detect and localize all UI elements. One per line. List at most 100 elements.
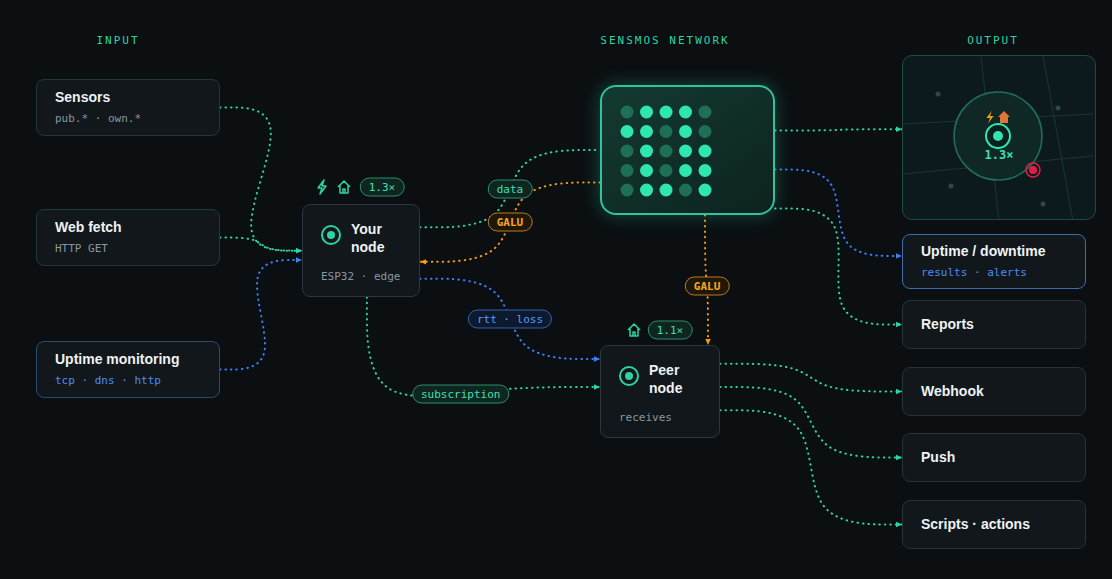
map-dot [936,92,941,97]
grid-dot [640,106,653,119]
node-title: Uptime monitoring [55,351,201,369]
grid-dot [679,145,692,158]
grid-dot [699,106,712,119]
input-box: Uptime monitoring tcp · dns · http [36,341,220,398]
node-icon [319,223,343,247]
map-panel: 1.3× [902,55,1096,220]
grid-dot [621,145,634,158]
node-subtitle: HTTP GET [55,242,201,256]
node-subtitle: pub.* · own.* [55,112,201,126]
grid-dot [679,184,692,197]
grid-dot [621,125,634,138]
output-box: Reports [902,300,1086,349]
input-box: Web fetchHTTP GET [36,209,220,266]
node-title: Sensors [55,89,201,107]
edge-label: GALU [488,213,533,232]
output-box: Uptime / downtime results · alerts [902,234,1086,289]
home-icon [338,181,350,193]
grid-dot [699,125,712,138]
range-ring [954,92,1042,180]
dotted-connector [220,108,302,251]
output-box: Push [902,433,1086,482]
icon-ring [620,367,638,385]
map-dot [949,184,954,189]
edge-label: data [488,179,533,198]
edge-label: rtt · loss [468,309,552,328]
node-title: Uptime / downtime [921,243,1067,261]
node-title: SENSMOS NETWORK [557,34,773,47]
grid-dot [621,184,634,197]
dotted-connector [420,279,600,359]
map-road [903,156,1093,174]
node-title: Push [921,449,1067,467]
grid-dot [660,164,673,177]
map-dot [1041,202,1046,207]
grid-dot [621,106,634,119]
node-title: Peer node [619,362,707,397]
input-box: Sensors pub.* · own.* [36,79,220,136]
dotted-connector [720,410,902,524]
grid-dot [640,184,653,197]
grid-dot [660,184,673,197]
dotted-connector [220,238,302,251]
grid-dot [621,164,634,177]
edge-label: subscription [412,384,509,403]
grid-dot [660,125,673,138]
node-subtitle: ESP32 · edge [321,270,407,284]
dotted-connector [775,129,902,130]
grid-dot [699,164,712,177]
node-subtitle: results · alerts [921,266,1067,280]
map-road [903,114,1093,124]
weight-badge: 1.1× [648,321,693,340]
dotted-connector [720,387,902,458]
location-dot [993,131,1003,141]
node-title: Reports [921,316,1067,334]
icon-dot [625,372,633,380]
lightning-icon [986,111,993,124]
device-node: Your nodeESP32 · edge [302,204,420,297]
weight-badge: 1.3× [360,178,405,197]
map-illustration [903,56,1093,220]
dotted-connector [775,209,902,325]
home-icon [998,111,1010,123]
alert-dot [1029,166,1037,174]
grid-dot [660,145,673,158]
output-box: Scripts · actions [902,500,1086,549]
node-title: Scripts · actions [921,516,1067,534]
node-title: Webhook [921,383,1067,401]
grid-dot [660,106,673,119]
icon-ring [322,226,340,244]
map-road [981,56,999,220]
column-header: INPUT [96,34,139,47]
grid-dot [679,125,692,138]
device-node: Peer node receives [600,345,720,438]
node-title: Web fetch [55,219,201,237]
grid-dot [699,145,712,158]
network-grid [602,87,728,213]
grid-dot [699,184,712,197]
dotted-connector [367,297,600,396]
map-road [1043,56,1073,220]
home-icon [628,324,640,336]
grid-dot [640,125,653,138]
icon-dot [327,231,335,239]
grid-dot [640,164,653,177]
dotted-connector [420,150,600,227]
edge-label: GALU [685,277,730,296]
grid-dot [640,145,653,158]
node-title: 1.3× [903,148,1095,162]
lightning-icon [318,180,326,194]
location-ring [986,124,1010,148]
dotted-connector [705,215,708,345]
dotted-connector [420,183,600,262]
node-title: Your node [321,221,407,256]
map-dot [1056,106,1061,111]
node-subtitle: tcp · dns · http [55,374,201,388]
grid-dot [679,106,692,119]
alert-ring [1026,163,1040,177]
node-subtitle: receives [619,411,707,425]
node-icon [617,364,641,388]
grid-dot [679,164,692,177]
